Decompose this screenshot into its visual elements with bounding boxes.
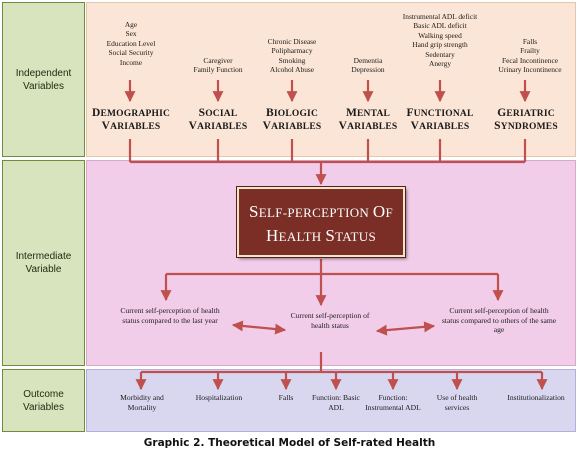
biologic-item: Alcohol Abuse (269, 65, 315, 75)
central-box-text: SELF-PERCEPTION OF HEALTH STATUS (239, 201, 403, 249)
demographic-item: Social Security (108, 48, 154, 58)
double-arrow-right (375, 321, 436, 336)
small-caps-word: VARIABLES (410, 120, 470, 132)
independent-band (86, 2, 576, 157)
functional-item: Sedentary (425, 49, 455, 59)
demographic-item: Sex (125, 29, 137, 39)
intermediate-variable-label-text: Intermediate Variable (15, 251, 72, 275)
outcome-function-instrumental-adl: Function: Instrumental ADL (365, 393, 421, 412)
outcome-morbidity-mortality: Morbidity and Mortality (120, 393, 164, 412)
intermediate-center-text: Current self-perception of health status (290, 311, 370, 330)
geriatric-item: Fecal Incontinence (501, 55, 559, 65)
outcome-institutionalization: Institutionalization (507, 393, 565, 402)
demographic-item: Age (124, 20, 138, 29)
social-item: Family Function (193, 65, 243, 75)
biologic-item: Chronic Disease (267, 37, 317, 46)
functional-item: Instrumental ADL deficit (402, 12, 478, 21)
functional-item: Walking speed (418, 30, 462, 40)
geriatric-items: Falls Frailty Fecal Incontinence Urinary… (488, 37, 572, 75)
demographic-item: Income (119, 57, 143, 67)
small-caps-word: VARIABLES (101, 120, 161, 132)
functional-item: Anergy (428, 59, 452, 69)
small-caps-word: VARIABLES (262, 120, 322, 132)
small-caps-word: SYNDROMES (494, 120, 558, 132)
central-line-1: SELF-PERCEPTION OF (248, 202, 394, 221)
central-line-2: HEALTH STATUS (266, 226, 376, 245)
self-perception-health-status-box: SELF-PERCEPTION OF HEALTH STATUS (236, 186, 406, 258)
functional-item: Basic ADL deficit (413, 21, 467, 31)
functional-item: Hand grip strength (412, 40, 468, 50)
mental-item: Depression (351, 65, 385, 75)
small-caps-word: VARIABLES (338, 120, 398, 132)
geriatric-item: Frailty (520, 46, 540, 56)
intermediate-variable-label: Intermediate Variable (2, 160, 85, 366)
outcome-function-basic-adl: Function: Basic ADL (312, 393, 360, 412)
small-caps-word: BIOLOGIC (265, 107, 319, 119)
geriatric-item: Urinary Incontinence (498, 65, 562, 75)
independent-variables-label: Independent Variables (2, 2, 85, 157)
intermediate-left-text: Current self-perception of health status… (120, 306, 220, 325)
demographic-item: Education Level (106, 38, 156, 48)
double-arrow-left (231, 320, 287, 335)
intermediate-right-text: Current self-perception of health status… (441, 306, 557, 335)
outcome-variables-label-text: Outcome Variables (23, 388, 64, 413)
biologic-item: Polipharmacy (271, 46, 313, 56)
social-items: Caregiver Family Function (178, 56, 258, 75)
outcome-variables-label: Outcome Variables (2, 369, 85, 432)
small-caps-word: DEMOGRAPHIC (91, 107, 171, 119)
social-item: Caregiver (203, 56, 233, 65)
outcome-falls: Falls (278, 393, 294, 402)
small-caps-word: VARIABLES (188, 120, 248, 132)
small-caps-word: SOCIAL (198, 107, 238, 119)
small-caps-word: MENTAL (345, 107, 391, 119)
biologic-item: Smoking (278, 55, 306, 65)
outcome-use-of-health-services: Use of health services (436, 393, 478, 412)
figure-caption: Graphic 2. Theoretical Model of Self-rat… (143, 437, 436, 449)
demographic-items: Age Sex Education Level Social Security … (92, 20, 170, 67)
biologic-items: Chronic Disease Polipharmacy Smoking Alc… (254, 37, 330, 75)
outcome-hospitalization: Hospitalization (195, 393, 243, 402)
functional-items: Instrumental ADL deficit Basic ADL defic… (388, 12, 492, 68)
mental-items: Dementia Depression (335, 56, 401, 75)
independent-variables-label-text: Independent Variables (15, 67, 72, 92)
small-caps-word: GERIATRIC (497, 107, 555, 119)
geriatric-item: Falls (522, 37, 538, 46)
mental-item: Dementia (353, 56, 383, 65)
small-caps-word: FUNCTIONAL (406, 107, 474, 119)
